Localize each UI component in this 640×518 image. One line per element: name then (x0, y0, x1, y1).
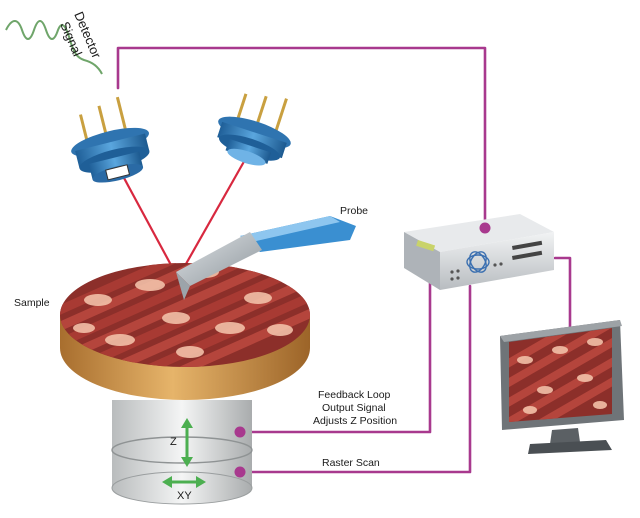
xy-axis-label: XY (177, 490, 192, 502)
scanner-stand (111, 400, 253, 505)
probe-cantilever (176, 216, 356, 300)
raster-wire (238, 284, 472, 474)
raster-connection-dot (234, 466, 246, 478)
detector-signal-wave (5, 20, 103, 75)
sample-label: Sample (14, 297, 50, 309)
sample-puck (60, 263, 310, 400)
signal-wires (116, 46, 572, 474)
laser-beams (116, 157, 247, 279)
laser-diode-icon (217, 93, 291, 166)
xy-axis-arrow (162, 476, 206, 488)
controller-box-icon (404, 214, 554, 290)
feedback-label-line3: Adjusts Z Position (313, 415, 397, 427)
raster-scan-label: Raster Scan (322, 457, 380, 469)
controller-to-monitor-wire (553, 256, 572, 332)
feedback-connection-dot (234, 426, 246, 438)
reflected-laser-beam (116, 164, 179, 279)
probe-label: Probe (340, 205, 368, 217)
controller-connection-dot (479, 222, 491, 234)
feedback-wire (238, 280, 432, 434)
z-axis-arrow (181, 418, 193, 467)
incident-laser-beam (177, 157, 247, 279)
z-axis-label: Z (170, 436, 177, 448)
monitor-icon (500, 320, 624, 454)
photodetector-icon (71, 96, 150, 183)
detector-to-controller-wire (116, 46, 487, 230)
feedback-label-line2: Output Signal (322, 402, 386, 414)
feedback-label-line1: Feedback Loop (318, 389, 391, 401)
